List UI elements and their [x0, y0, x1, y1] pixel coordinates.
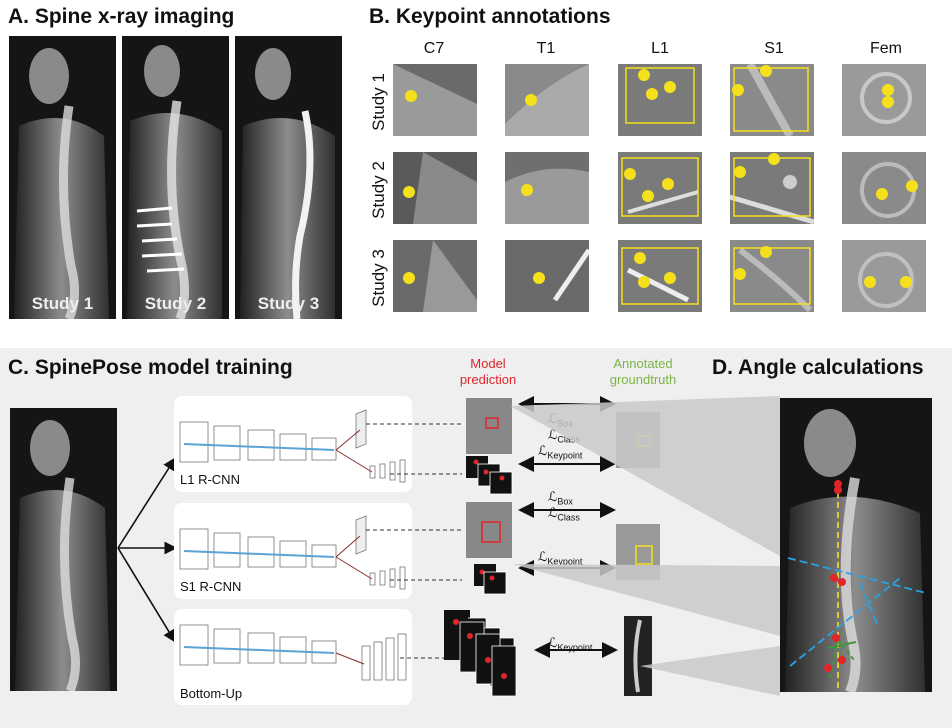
loss-symbol: ℒ — [548, 506, 558, 521]
heading-line: groundtruth — [609, 372, 677, 387]
dashed-connectors — [366, 423, 462, 659]
tile-study2-t1 — [505, 152, 589, 224]
heading-line: Model — [470, 356, 506, 371]
xray-image — [10, 408, 117, 691]
annotated-groundtruth-heading: Annotated groundtruth — [598, 356, 688, 388]
tile-study3-s1 — [730, 240, 814, 312]
loss-subscript: Keypoint — [547, 556, 583, 567]
row-header-study-2: Study 2 — [369, 161, 388, 219]
network-label-l1: L1 R-CNN — [180, 472, 240, 487]
column-header-t1: T1 — [536, 40, 556, 57]
tile-study1-s1 — [730, 64, 814, 136]
column-header-c7: C7 — [423, 40, 445, 57]
loss-box-s1: ℒBox — [548, 490, 573, 507]
tile-study2-c7 — [393, 152, 477, 224]
loss-class-l1: ℒClass — [548, 428, 580, 445]
tile-study1-t1 — [505, 64, 589, 136]
study-label: Study 2 — [144, 294, 207, 313]
loss-symbol: ℒ — [538, 550, 548, 565]
tile-study3-c7 — [393, 240, 477, 312]
loss-keypoint-bottom-up: ℒKeypoint — [548, 636, 592, 653]
panel-a-title: A. Spine x-ray imaging — [8, 5, 235, 28]
loss-subscript: Class — [557, 434, 580, 445]
loss-symbol: ℒ — [548, 428, 558, 443]
projection-wedges — [510, 396, 780, 696]
loss-subscript: Box — [557, 496, 573, 507]
heading-line: Annotated — [613, 356, 673, 371]
loss-keypoint-s1: ℒKeypoint — [538, 550, 582, 567]
xray-study-3: Study 3 — [235, 36, 342, 319]
bottom-up-heatmaps — [444, 610, 517, 697]
column-header-l1: L1 — [651, 40, 669, 57]
column-header-s1: S1 — [764, 40, 784, 57]
row-header-study-3: Study 3 — [369, 249, 388, 307]
loss-subscript: Keypoint — [547, 450, 583, 461]
study-label: Study 3 — [257, 294, 320, 313]
input-xray — [10, 408, 117, 691]
tile-study3-l1 — [618, 240, 702, 312]
loss-symbol: ℒ — [538, 444, 548, 459]
model-prediction-heading: Model prediction — [448, 356, 528, 388]
angle-xray — [780, 398, 932, 692]
column-header-fem: Fem — [870, 40, 902, 57]
loss-symbol: ℒ — [548, 490, 558, 505]
xray-image — [122, 36, 229, 319]
xray-study-2: Study 2 — [122, 36, 229, 319]
loss-keypoint-l1: ℒKeypoint — [538, 444, 582, 461]
panel-c-title: C. SpinePose model training — [8, 356, 293, 379]
panel-d-title: D. Angle calculations — [712, 356, 924, 379]
tile-study1-c7 — [393, 64, 477, 136]
keypoint — [405, 90, 417, 102]
network-architecture-diagrams — [179, 409, 407, 681]
tile-study3-fem — [842, 240, 926, 312]
heading-line: prediction — [459, 372, 517, 387]
row-header-study-1: Study 1 — [369, 73, 388, 131]
tile-study1-fem — [842, 64, 926, 136]
panel-b-title: B. Keypoint annotations — [369, 5, 611, 28]
xray-image — [9, 36, 116, 319]
loss-subscript: Keypoint — [557, 642, 593, 653]
loss-subscript: Class — [557, 512, 580, 523]
network-label-bottom-up: Bottom-Up — [180, 686, 243, 701]
loss-symbol: ℒ — [548, 636, 558, 651]
study-label: Study 1 — [31, 294, 94, 313]
xray-study-1: Study 1 — [9, 36, 116, 319]
xray-image — [235, 36, 342, 319]
tile-study3-t1 — [505, 240, 589, 312]
tile-study1-l1 — [618, 64, 702, 136]
tile-study2-l1 — [618, 152, 702, 224]
angle-calculation-image — [780, 398, 932, 692]
keypoint — [525, 94, 537, 106]
network-label-s1: S1 R-CNN — [180, 579, 242, 594]
tile-study2-fem — [842, 152, 926, 224]
loss-class-s1: ℒClass — [548, 506, 580, 523]
tile-study2-s1 — [730, 152, 814, 224]
branch-arrows — [117, 457, 178, 643]
